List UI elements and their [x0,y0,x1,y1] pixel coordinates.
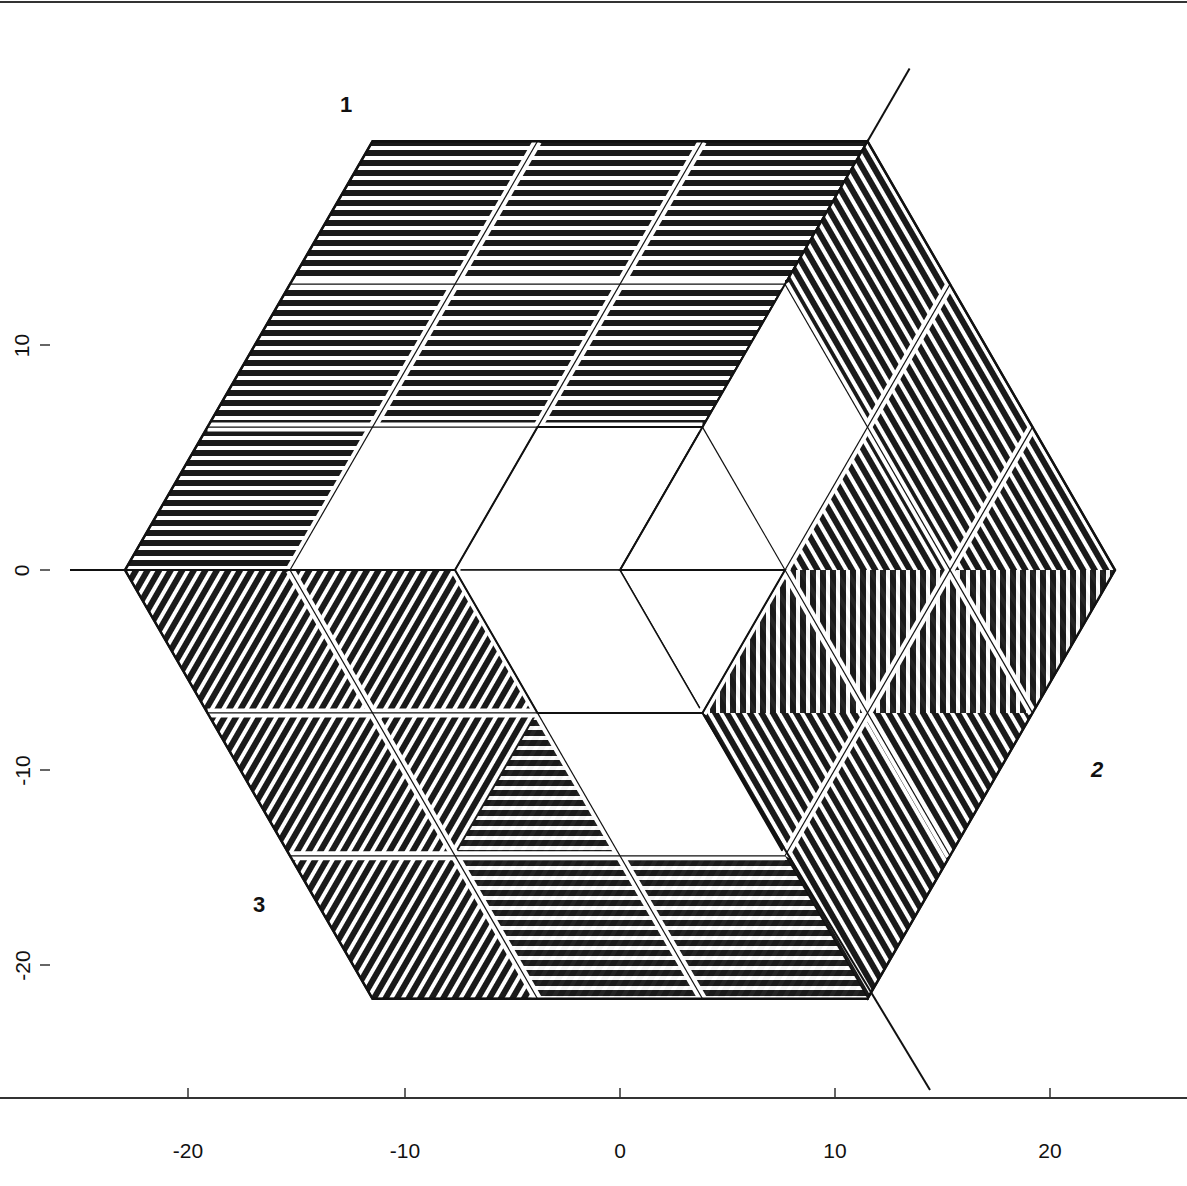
axis-tick-label: -20 [173,1140,203,1161]
axis-tick-label: 10 [823,1140,846,1161]
axis-tick-label: -10 [11,755,32,785]
callout-number: 3 [253,894,265,916]
axis-tick-label: 20 [1038,1140,1061,1161]
axis-tick-label: 0 [614,1140,626,1161]
axis-tick-label: 0 [12,564,33,576]
callout-number: 2 [1091,759,1103,781]
callout-number: 1 [340,94,352,116]
axis-tick-label: 10 [11,333,32,356]
axis-tick-label: -20 [11,950,32,980]
axis-tick-label: -10 [390,1140,420,1161]
